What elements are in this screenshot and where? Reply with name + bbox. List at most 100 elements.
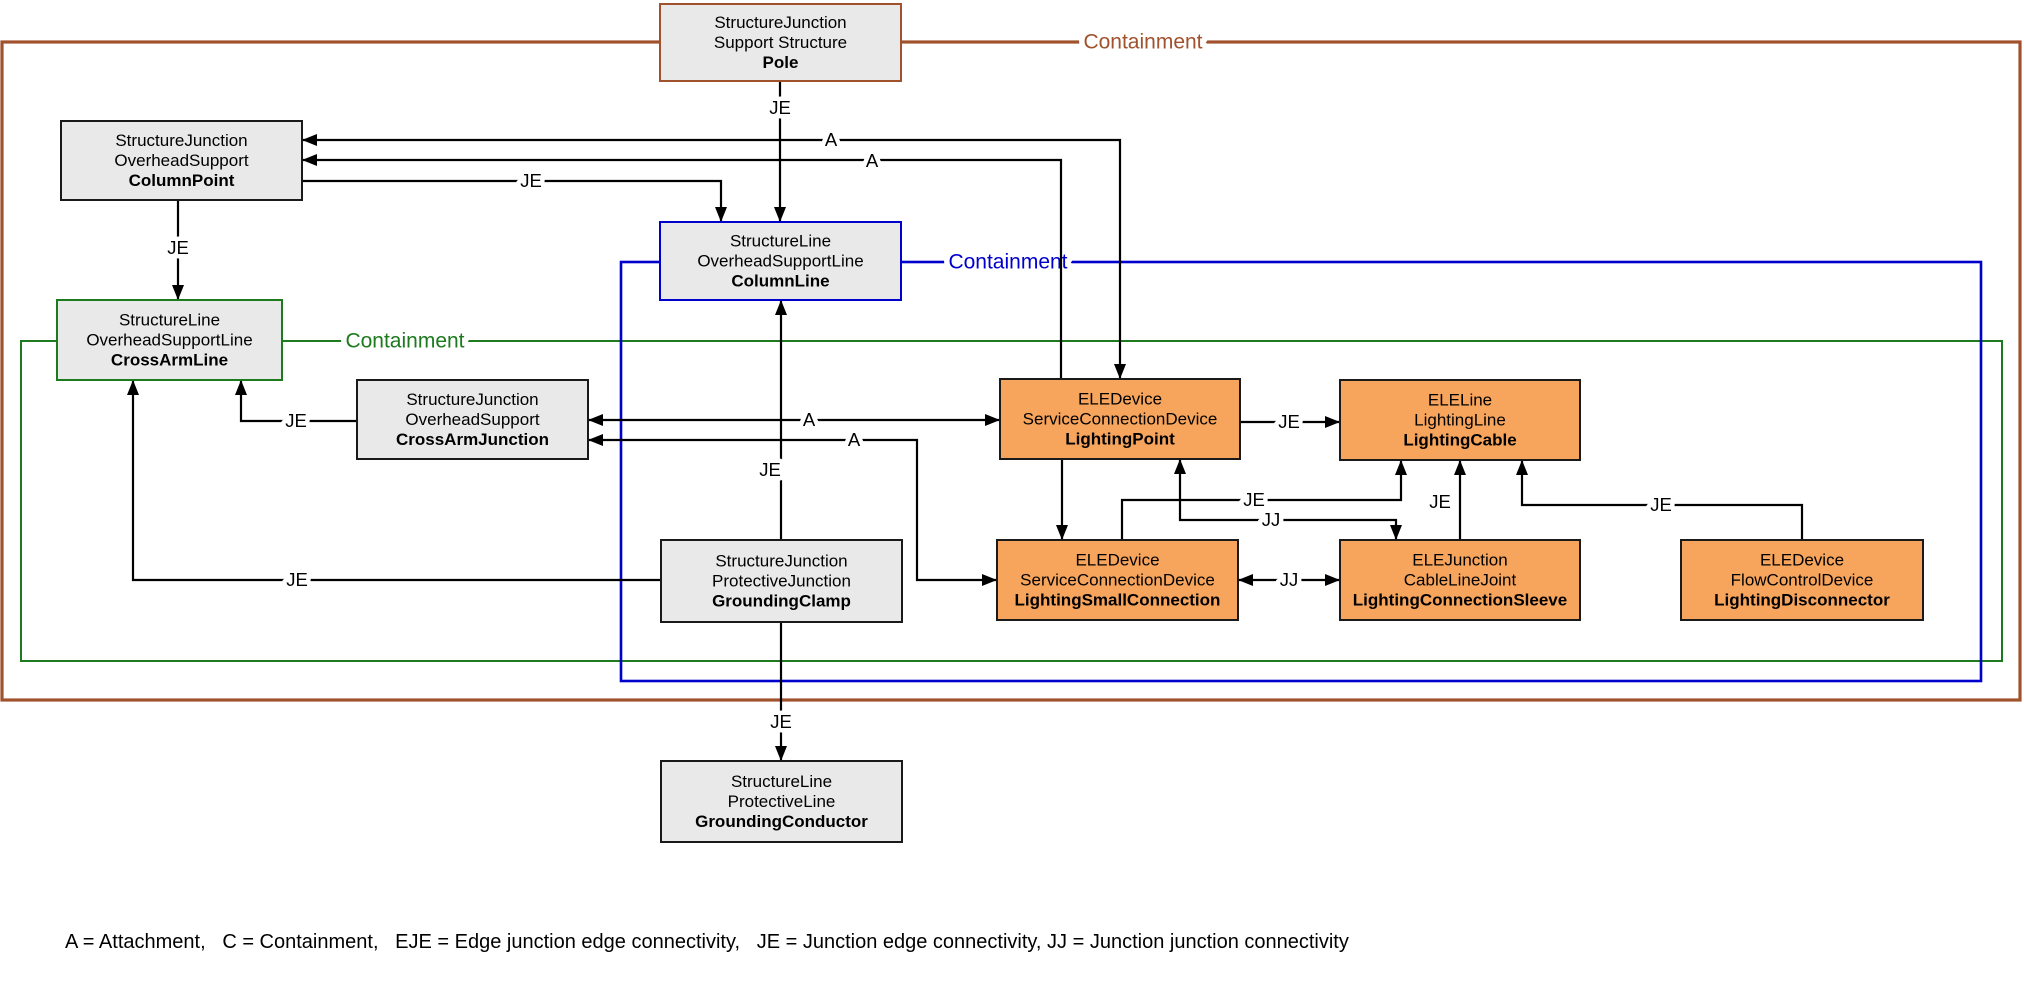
node-cross-arm-line-line-1: OverheadSupportLine (86, 330, 252, 349)
legend-text: A = Attachment, C = Containment, EJE = E… (65, 931, 1349, 953)
edge-groundingclamp-crossarmline-je (131, 380, 661, 582)
edge-crossarmjunction-lightingpoint-a-arrowhead-start (588, 414, 603, 426)
node-lighting-cable-box (1339, 379, 1581, 461)
node-pole-box (659, 3, 902, 82)
node-column-point-line-2: ColumnPoint (129, 171, 235, 190)
node-lighting-cable-line-1: LightingLine (1414, 410, 1506, 429)
edge-lightingpoint-columnpoint-a-inner (302, 158, 1063, 379)
node-grounding-clamp-line-2: GroundingClamp (712, 591, 851, 610)
node-column-line-line-1: OverheadSupportLine (697, 251, 863, 270)
node-lighting-point-line-1: ServiceConnectionDevice (1023, 409, 1218, 428)
edge-crossarmjunction-crossarmline-je-label: JE (285, 410, 307, 431)
node-cross-arm-junction-line-2: CrossArmJunction (396, 430, 549, 449)
node-cross-arm-line-box (56, 299, 283, 381)
edge-pole-columnline-je-arrowhead-end (774, 207, 786, 222)
node-lighting-small-connection: ELEDeviceServiceConnectionDeviceLighting… (996, 539, 1239, 621)
edge-columnpoint-columnline-je (302, 179, 723, 222)
edge-crossarmjunction-lightingsmallconnection-a-arrowhead-end (982, 574, 997, 586)
edge-pole-columnline-je-label: JE (769, 97, 791, 118)
containment-green-rect (20, 340, 2003, 662)
node-lighting-connection-sleeve-line-0: ELEJunction (1412, 550, 1507, 569)
edge-lightingsmallconnection-lightingcable-je-arrowhead-end (1395, 460, 1407, 475)
node-grounding-conductor: StructureLineProtectiveLineGroundingCond… (660, 760, 903, 843)
node-lighting-disconnector-line-2: LightingDisconnector (1714, 590, 1890, 609)
node-lighting-connection-sleeve-line-1: CableLineJoint (1404, 570, 1517, 589)
edge-lightingpoint-columnpoint-a-inner-arrowhead-start (302, 154, 317, 166)
node-cross-arm-line-line-0: StructureLine (119, 310, 220, 329)
edge-lightingsmallconnection-lightingconnectionsleeve-jj-arrowhead-end (1325, 574, 1340, 586)
edge-lightingpoint-lightingsmallconnection-arrowhead-end (1056, 525, 1068, 540)
node-column-line: StructureLineOverheadSupportLineColumnLi… (659, 221, 902, 301)
edge-lightingpoint-lightingcable-je-arrowhead-end (1325, 416, 1340, 428)
node-lighting-disconnector-line-0: ELEDevice (1760, 550, 1844, 569)
containment-brown-rect (0, 40, 2022, 702)
edge-lightingpoint-lightingconnectionsleeve-jj-arrowhead-end (1390, 525, 1402, 540)
edge-lightingpoint-lightingcable-je-label: JE (1278, 411, 1300, 432)
edge-crossarmjunction-lightingsmallconnection-a (588, 438, 997, 582)
node-lighting-small-connection-box (996, 539, 1239, 621)
node-cross-arm-line-line-2: CrossArmLine (111, 350, 228, 369)
node-grounding-clamp: StructureJunctionProtectiveJunctionGroun… (660, 539, 903, 623)
node-cross-arm-junction-line-0: StructureJunction (406, 390, 538, 409)
containment-blue-rect (619, 260, 1983, 683)
node-lighting-point-box (999, 378, 1241, 460)
containment-green-label: Containment (345, 330, 464, 353)
edge-lightingsmallconnection-lightingcable-je-label: JE (1243, 489, 1265, 510)
edge-lightingsmallconnection-lightingconnectionsleeve-jj-label: JJ (1280, 569, 1299, 590)
node-lighting-disconnector-line-1: FlowControlDevice (1731, 570, 1874, 589)
edge-lightingdisconnector-lightingcable-je (1520, 460, 1804, 540)
edge-columnpoint-lightingpoint-a-outer-arrowhead-start (302, 134, 317, 146)
edge-lightingpoint-lightingconnectionsleeve-jj-arrowhead-start (1174, 459, 1186, 474)
edge-lightingpoint-lightingconnectionsleeve-jj-label: JJ (1262, 509, 1281, 530)
node-lighting-cable-line-2: LightingCable (1403, 430, 1516, 449)
node-column-point-line-1: OverheadSupport (114, 151, 248, 170)
node-pole-line-1: Support Structure (714, 33, 847, 52)
edge-crossarmjunction-lightingsmallconnection-a-label: A (848, 429, 861, 450)
node-pole-line-2: Pole (763, 53, 799, 72)
node-lighting-small-connection-line-1: ServiceConnectionDevice (1020, 570, 1215, 589)
edge-groundingclamp-crossarmline-je-arrowhead-end (127, 380, 139, 395)
edge-crossarmjunction-lightingsmallconnection-a-arrowhead-start (588, 434, 603, 446)
node-cross-arm-line: StructureLineOverheadSupportLineCrossArm… (56, 299, 283, 381)
node-grounding-conductor-line-1: ProtectiveLine (728, 792, 836, 811)
node-column-line-box (659, 221, 902, 301)
node-column-line-line-2: ColumnLine (731, 271, 829, 290)
node-column-point-line-0: StructureJunction (115, 131, 247, 150)
edge-groundingclamp-groundingconductor-je-arrowhead-end (775, 746, 787, 761)
node-grounding-clamp-box (660, 539, 903, 623)
edge-lightingconnectionsleeve-lightingcable-je-arrowhead-end (1454, 460, 1466, 475)
edge-columnpoint-columnline-je-label: JE (520, 170, 542, 191)
edge-groundingclamp-columnline-je-arrowhead-end (775, 300, 787, 315)
edge-crossarmjunction-lightingpoint-a-arrowhead-end (985, 414, 1000, 426)
node-cross-arm-junction: StructureJunctionOverheadSupportCrossArm… (356, 379, 589, 460)
edge-columnpoint-crossarmline-je-arrowhead-end (172, 285, 184, 300)
node-lighting-connection-sleeve-box (1339, 539, 1581, 621)
edge-columnpoint-crossarmline-je-label: JE (167, 237, 189, 258)
node-grounding-clamp-line-1: ProtectiveJunction (712, 571, 851, 590)
containment-brown-label: Containment (1083, 31, 1202, 54)
node-grounding-conductor-line-2: GroundingConductor (695, 812, 868, 831)
node-column-point-box (60, 120, 303, 201)
edge-columnpoint-columnline-je-arrowhead-end (715, 207, 727, 222)
edge-lightingconnectionsleeve-lightingcable-je-label: JE (1429, 491, 1451, 512)
edge-lightingdisconnector-lightingcable-je-arrowhead-end (1516, 460, 1528, 475)
node-pole-line-0: StructureJunction (714, 13, 846, 32)
containment-blue-label: Containment (948, 251, 1067, 274)
node-lighting-cable-line-0: ELELine (1428, 390, 1492, 409)
edge-lightingdisconnector-lightingcable-je-label: JE (1650, 494, 1672, 515)
node-grounding-clamp-line-0: StructureJunction (715, 551, 847, 570)
node-cross-arm-junction-line-1: OverheadSupport (405, 410, 539, 429)
node-cross-arm-junction-box (356, 379, 589, 460)
node-lighting-connection-sleeve: ELEJunctionCableLineJointLightingConnect… (1339, 539, 1581, 621)
edge-groundingclamp-groundingconductor-je-label: JE (770, 711, 792, 732)
node-grounding-conductor-line-0: StructureLine (731, 772, 832, 791)
node-lighting-disconnector-box (1680, 539, 1924, 621)
edge-lightingpoint-columnpoint-a-inner-label: A (866, 150, 879, 171)
edge-columnpoint-lightingpoint-a-outer (302, 138, 1122, 379)
edge-columnpoint-lightingpoint-a-outer-arrowhead-end (1114, 364, 1126, 379)
edge-columnpoint-lightingpoint-a-outer-label: A (825, 129, 838, 150)
